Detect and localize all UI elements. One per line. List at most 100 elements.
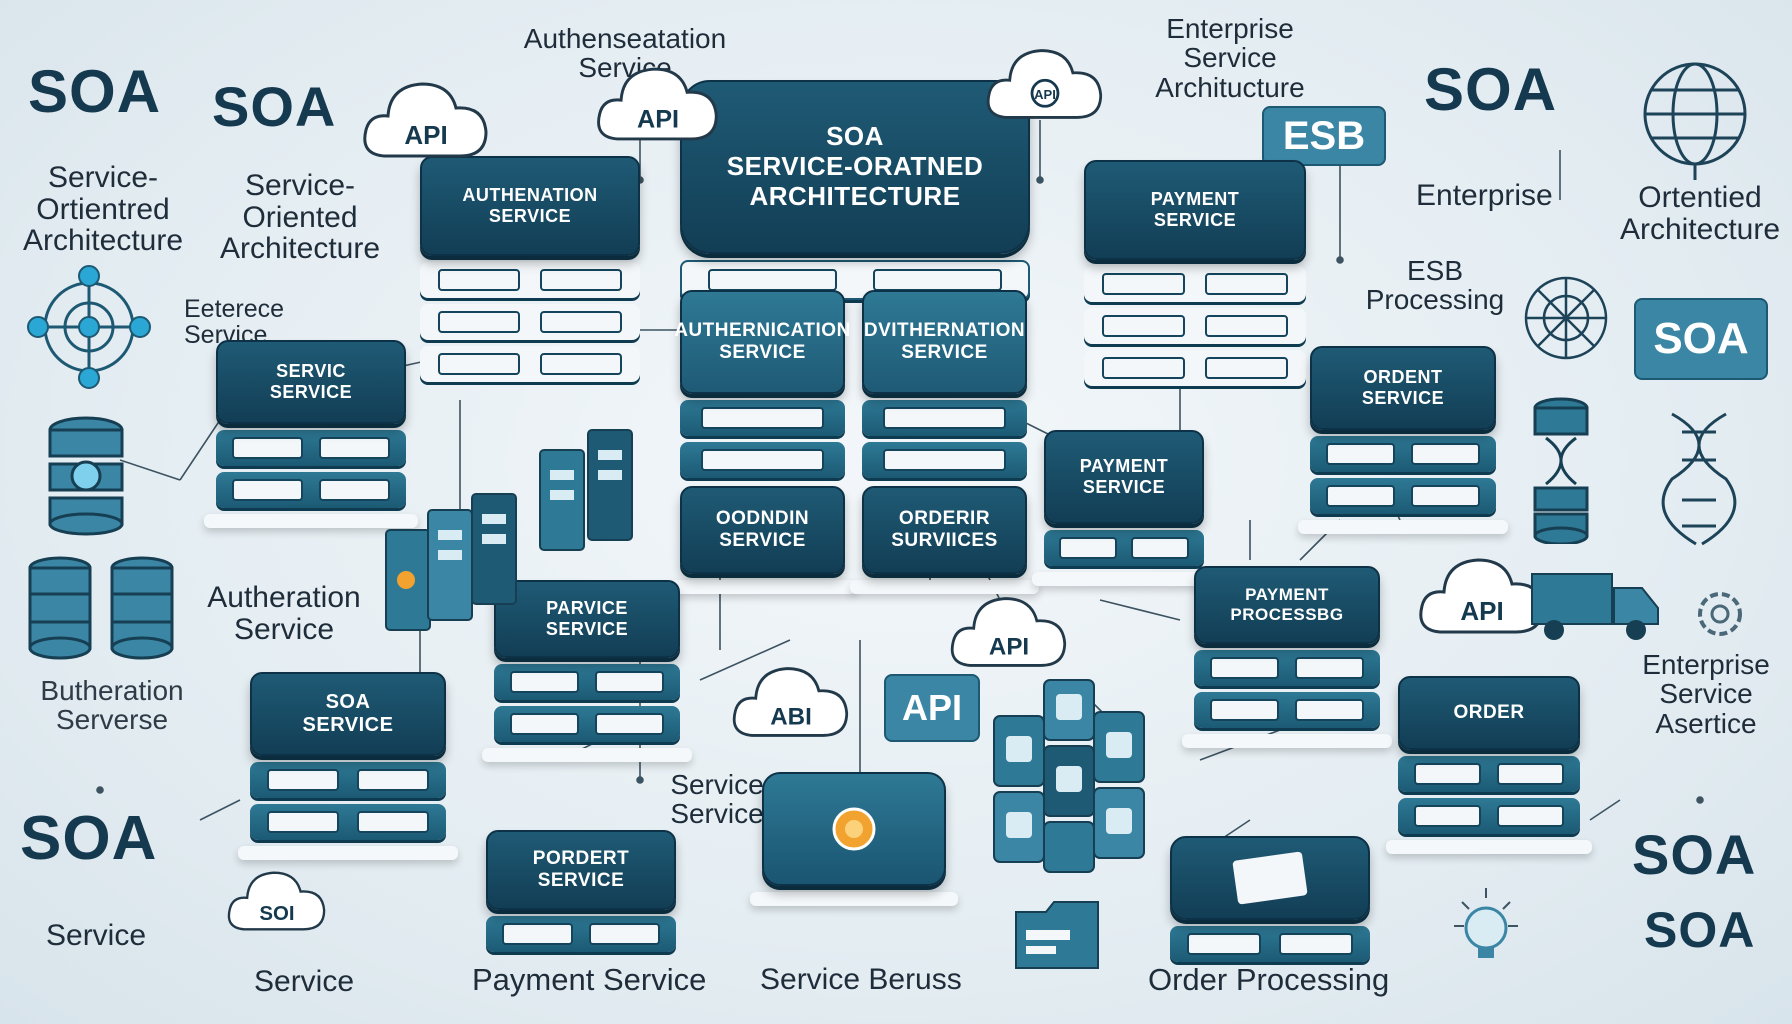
api-cloud-3: API	[986, 49, 1103, 119]
abi-cloud-text: ABI	[770, 703, 812, 730]
payment-processing-top: Payment Processbg	[1194, 566, 1380, 644]
auth-service-center-top: Authernication Service	[674, 290, 850, 394]
soa-title-1: SOA	[28, 58, 162, 125]
database-pair-icon	[28, 556, 174, 660]
payment-service-label: Payment Service	[472, 962, 707, 997]
servic-service-label: Servic Service	[269, 361, 353, 402]
center-left-layer-2	[680, 442, 845, 478]
oodndin-service-top: Oodndin Service	[680, 486, 845, 574]
api-tag: API	[884, 674, 980, 742]
service-label-left: Service	[46, 919, 147, 952]
central-soa-tower: SOA Service-Oratned Architecture	[680, 80, 1030, 300]
payment-right-layer-1	[1084, 266, 1306, 302]
servic-layer-1	[216, 430, 406, 466]
parvice-layer-2	[494, 706, 680, 742]
central-soa-top: SOA Service-Oratned Architecture	[680, 80, 1030, 254]
soa-title-bottom-right-2: SOA	[1644, 902, 1756, 958]
service-bus-base	[750, 892, 958, 906]
auth-service-stack-left: Authenation Service	[420, 156, 640, 382]
payment-service-mid-stack: Payment Service	[1032, 430, 1216, 586]
pordert-service-top: Pordert Service	[486, 830, 676, 910]
server-cluster-left	[385, 493, 517, 631]
payment-service-right-label: Payment Service	[1150, 189, 1240, 230]
coin-icon	[832, 807, 876, 851]
globe-icon	[1643, 62, 1747, 180]
folder-icon	[1015, 901, 1099, 969]
center-right-layer-1	[862, 400, 1027, 436]
payment-mid-base	[1032, 572, 1216, 586]
api-cloud-4-text: API	[1460, 596, 1503, 626]
service-oriented-label-1: Service- Ortientred Architecture	[22, 161, 184, 257]
service-label-bottom: Service	[254, 965, 355, 998]
soa-title-2: SOA	[212, 75, 337, 138]
database-icon-2	[1533, 397, 1589, 544]
parvice-service-top: Parvice Service	[494, 580, 680, 658]
center-right-layer-2	[862, 442, 1027, 478]
butheration-service-label: Butheration Serverse	[40, 675, 184, 736]
pordert-layer	[486, 916, 676, 952]
soa-service-label: SOA Service	[302, 691, 394, 736]
esb-processing-label: ESB Processing	[1365, 255, 1505, 316]
enterprise-label: Enterprise	[1416, 179, 1553, 212]
payment-processing-base	[1182, 734, 1392, 748]
ordent-base	[1298, 520, 1508, 534]
ortentied-arch-label: Ortentied Architecture	[1619, 181, 1781, 246]
center-left-base	[668, 580, 857, 594]
order-layer-1	[1398, 756, 1580, 792]
api-cloud-2-text: API	[637, 105, 679, 133]
payment-processing-layer-2	[1194, 692, 1380, 728]
orderir-survices-label: Orderir Surviices	[891, 508, 998, 551]
payment-processing-stack: Payment Processbg	[1182, 566, 1392, 748]
soa-title-bottom-left: SOA	[20, 804, 158, 873]
payment-service-mid-top: Payment Service	[1044, 430, 1204, 524]
ordent-service-stack: Ordent Service	[1298, 346, 1508, 534]
api-cloud-5-text: API	[989, 633, 1029, 660]
api-cloud-1-text: API	[404, 120, 447, 150]
service-oriented-label-2: Service- Oriented Architecture	[219, 169, 381, 265]
order-top: Order	[1398, 676, 1580, 750]
center-left-stack: Authernication Service Oodndin Service	[668, 290, 857, 594]
abi-cloud: ABI	[732, 667, 849, 737]
auth-service-left-label: Authenation Service	[462, 185, 598, 226]
payment-processing-label: Payment Processbg	[1230, 585, 1344, 624]
order-processing-label: Order Processing	[1148, 962, 1390, 997]
document-icon	[1232, 851, 1308, 905]
pordert-service-stack: Pordert Service	[486, 830, 676, 952]
servic-service-top: Servic Service	[216, 340, 406, 424]
enterprise-service-asertice-label: Enterprise Service Asertice	[1642, 649, 1770, 739]
api-cloud-1: API	[363, 82, 488, 158]
auth-service-center-label: Authernication Service	[674, 320, 851, 363]
order-processing-layer	[1170, 926, 1370, 962]
auth-left-layer-3	[420, 346, 640, 382]
payment-service-stack-right: Payment Service	[1084, 160, 1306, 386]
parvice-layer-1	[494, 664, 680, 700]
api-cloud-5: API	[950, 597, 1067, 667]
radial-network-icon	[1524, 276, 1608, 360]
center-right-stack: Dvithernation Service Orderir Surviices	[850, 290, 1039, 594]
parvice-base	[482, 748, 692, 762]
payment-right-layer-2	[1084, 308, 1306, 344]
center-left-layer-1	[680, 400, 845, 436]
order-base	[1386, 840, 1592, 854]
parvice-service-stack: Parvice Service	[482, 580, 692, 762]
parvice-service-label: Parvice Service	[545, 598, 629, 639]
service-beruss-label: Service Beruss	[760, 963, 962, 996]
order-stack: Order	[1386, 676, 1592, 854]
auth-left-layer-2	[420, 304, 640, 340]
auth-left-layer-1	[420, 262, 640, 298]
soa-badge: SOA	[1634, 298, 1768, 380]
service-bus-box	[750, 772, 958, 906]
api-cloud-4: API	[1419, 558, 1544, 634]
server-cluster-right	[993, 679, 1145, 873]
order-processing-box	[1170, 836, 1370, 962]
payment-service-mid-label: Payment Service	[1079, 456, 1169, 497]
center-right-base	[850, 580, 1039, 594]
soa-title-bottom-right-1: SOA	[1632, 823, 1757, 886]
esb-badge: ESB	[1262, 106, 1386, 166]
dna-helix-icon	[1661, 412, 1737, 546]
soa-service-layer-2	[250, 804, 446, 840]
oodndin-service-label: Oodndin Service	[715, 508, 810, 551]
soa-service-layer-1	[250, 762, 446, 798]
pordert-service-label: Pordert Service	[532, 848, 630, 891]
